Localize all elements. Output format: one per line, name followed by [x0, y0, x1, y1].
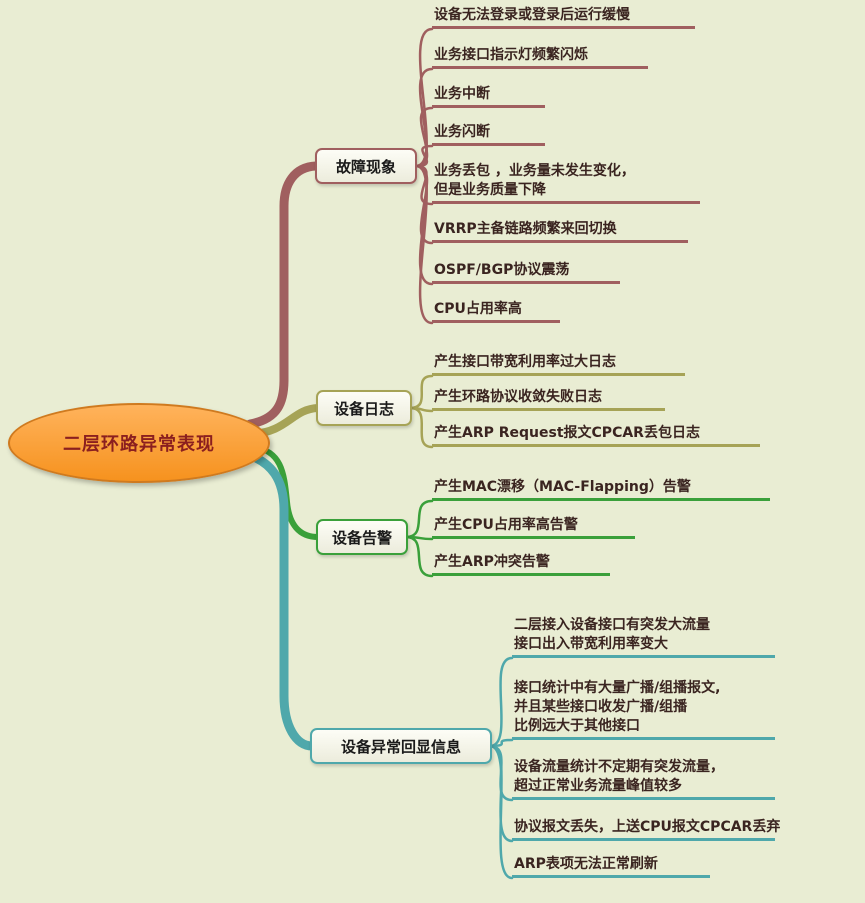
leaf-item[interactable]: 二层接入设备接口有突发大流量 接口出入带宽利用率变大	[512, 616, 775, 658]
leaf-item[interactable]: 业务闪断	[432, 123, 545, 146]
leaf-item[interactable]: 产生CPU占用率高告警	[432, 516, 635, 539]
leaf-item[interactable]: 产生MAC漂移（MAC-Flapping）告警	[432, 478, 770, 501]
leaf-item[interactable]: 接口统计中有大量广播/组播报文, 并且某些接口收发广播/组播 比例远大于其他接口	[512, 679, 775, 740]
leaf-item[interactable]: 产生ARP冲突告警	[432, 553, 610, 576]
leaf-item[interactable]: 设备流量统计不定期有突发流量， 超过正常业务流量峰值较多	[512, 758, 775, 800]
branch-box-alarms[interactable]: 设备告警	[316, 519, 408, 555]
leaf-item[interactable]: 业务丢包 ，业务量未发生变化， 但是业务质量下降	[432, 162, 700, 204]
leaf-connector	[488, 656, 514, 748]
branch-label: 故障现象	[335, 157, 396, 176]
leaf-item[interactable]: ARP表项无法正常刷新	[512, 855, 710, 878]
root-topic-label: 二层环路异常表现	[63, 434, 215, 455]
leaf-item[interactable]: OSPF/BGP协议震荡	[432, 261, 620, 284]
leaf-item[interactable]: CPU占用率高	[432, 300, 560, 323]
leaf-connector	[488, 744, 514, 880]
branch-box-logs[interactable]: 设备日志	[316, 390, 412, 426]
leaf-item[interactable]: 产生环路协议收敛失败日志	[432, 388, 665, 411]
leaf-item[interactable]: 产生接口带宽利用率过大日志	[432, 353, 685, 376]
branch-trunk-fault	[245, 161, 321, 429]
leaf-connector	[414, 144, 434, 168]
leaf-connector	[414, 164, 434, 325]
branch-trunk-display	[241, 449, 317, 751]
leaf-connector	[414, 106, 434, 168]
leaf-item[interactable]: 产生ARP Request报文CPCAR丢包日志	[432, 424, 760, 447]
branch-label: 设备异常回显信息	[340, 737, 461, 756]
leaf-connector	[404, 499, 434, 539]
leaf-item[interactable]: 协议报文丢失，上送CPU报文CPCAR丢弃	[512, 818, 780, 841]
branch-label: 设备日志	[333, 399, 394, 418]
leaf-item[interactable]: VRRP主备链路频繁来回切换	[432, 220, 688, 243]
leaf-connector	[408, 406, 434, 449]
leaf-connector	[408, 374, 434, 410]
root-topic[interactable]: 二层环路异常表现	[8, 403, 270, 483]
leaf-connector	[404, 535, 434, 578]
leaf-item[interactable]: 业务中断	[432, 85, 545, 108]
leaf-connector	[414, 67, 434, 168]
branch-label: 设备告警	[331, 528, 392, 547]
leaf-item[interactable]: 设备无法登录或登录后运行缓慢	[432, 6, 695, 29]
branch-box-display[interactable]: 设备异常回显信息	[310, 728, 492, 764]
branch-box-fault[interactable]: 故障现象	[315, 148, 417, 184]
leaf-item[interactable]: 业务接口指示灯频繁闪烁	[432, 46, 648, 69]
